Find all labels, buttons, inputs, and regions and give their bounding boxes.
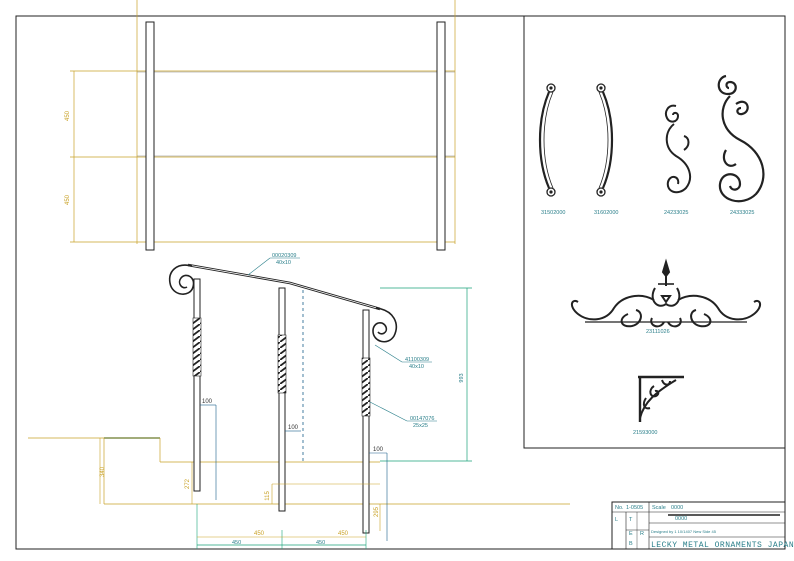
post-left: [193, 278, 201, 492]
part-24233025: [665, 104, 692, 194]
tb-small-line: Designed by 1 10/1407 New Side 45: [651, 529, 717, 534]
post-right: [362, 309, 370, 534]
part-24333025: [717, 74, 765, 203]
tb-mark-r: R: [640, 531, 644, 537]
offset-dim-mid: 100: [288, 425, 299, 431]
twist-left: [192, 317, 202, 377]
step-height-dim: 340: [100, 466, 106, 477]
tb-no-label: No.: [615, 505, 624, 511]
post-size: 40x10: [409, 364, 424, 370]
span-2: 450: [316, 540, 325, 546]
tb-mark-l: L: [615, 517, 618, 523]
post-middle: [278, 287, 286, 512]
height-dim: 993: [459, 373, 465, 382]
twist-right: [361, 357, 371, 417]
tb-company: LECKY METAL ORNAMENTS JAPAN: [651, 541, 794, 550]
tb-mark-b: B: [629, 541, 633, 547]
part-code-5: 23111026: [646, 329, 670, 335]
elevation-view: 340 993 100 100 100 272: [28, 253, 570, 549]
top-dim-2: 450: [65, 194, 71, 205]
tb-scale-label: Scale: [652, 505, 666, 511]
twist-size: 25x25: [413, 423, 428, 429]
offset-dim-left: 100: [202, 399, 213, 405]
handrail-code: 00020309: [272, 253, 296, 259]
tb-mark-t: T: [629, 517, 633, 523]
tb-scale-value: 0000: [671, 505, 683, 511]
part-code-6: 21593000: [633, 430, 657, 436]
tb-date-value: 0000: [675, 516, 687, 522]
part-code-3: 24233025: [664, 210, 688, 216]
dim-295: 295: [374, 506, 380, 517]
offset-dim-right: 100: [373, 447, 384, 453]
handrail-scroll-left: [168, 264, 195, 295]
twist-middle: [277, 334, 287, 394]
span-1: 450: [232, 540, 241, 546]
part-code-4: 24333025: [730, 210, 754, 216]
parts-panel: [523, 15, 786, 449]
part-code-2: 31602000: [594, 210, 618, 216]
twist-code: 00147076: [410, 416, 434, 422]
part-21593000: [638, 375, 684, 422]
dim-272: 272: [185, 478, 191, 489]
top-view: 450 450: [65, 0, 456, 251]
dim-115: 115: [265, 491, 271, 501]
tb-no-value: 1-0505: [626, 505, 643, 511]
span-4: 450: [338, 531, 349, 537]
top-rail-right: [436, 21, 446, 251]
top-dim-1: 450: [65, 110, 71, 121]
tb-mark-e: E: [629, 531, 633, 537]
handrail-size: 40x10: [276, 260, 291, 266]
part-code-1: 31502000: [541, 210, 565, 216]
title-block: No. 1-0505 Scale 0000 0000 T L E R B Des…: [611, 501, 794, 550]
sheet-border: [15, 15, 786, 550]
part-31502000: [538, 83, 556, 197]
handrail-scroll-right: [372, 307, 398, 343]
part-23111026: [571, 258, 761, 328]
top-rail-left: [145, 21, 155, 251]
part-31602000: [596, 83, 614, 197]
post-code: 41100309: [405, 357, 429, 363]
span-3: 450: [254, 531, 265, 537]
